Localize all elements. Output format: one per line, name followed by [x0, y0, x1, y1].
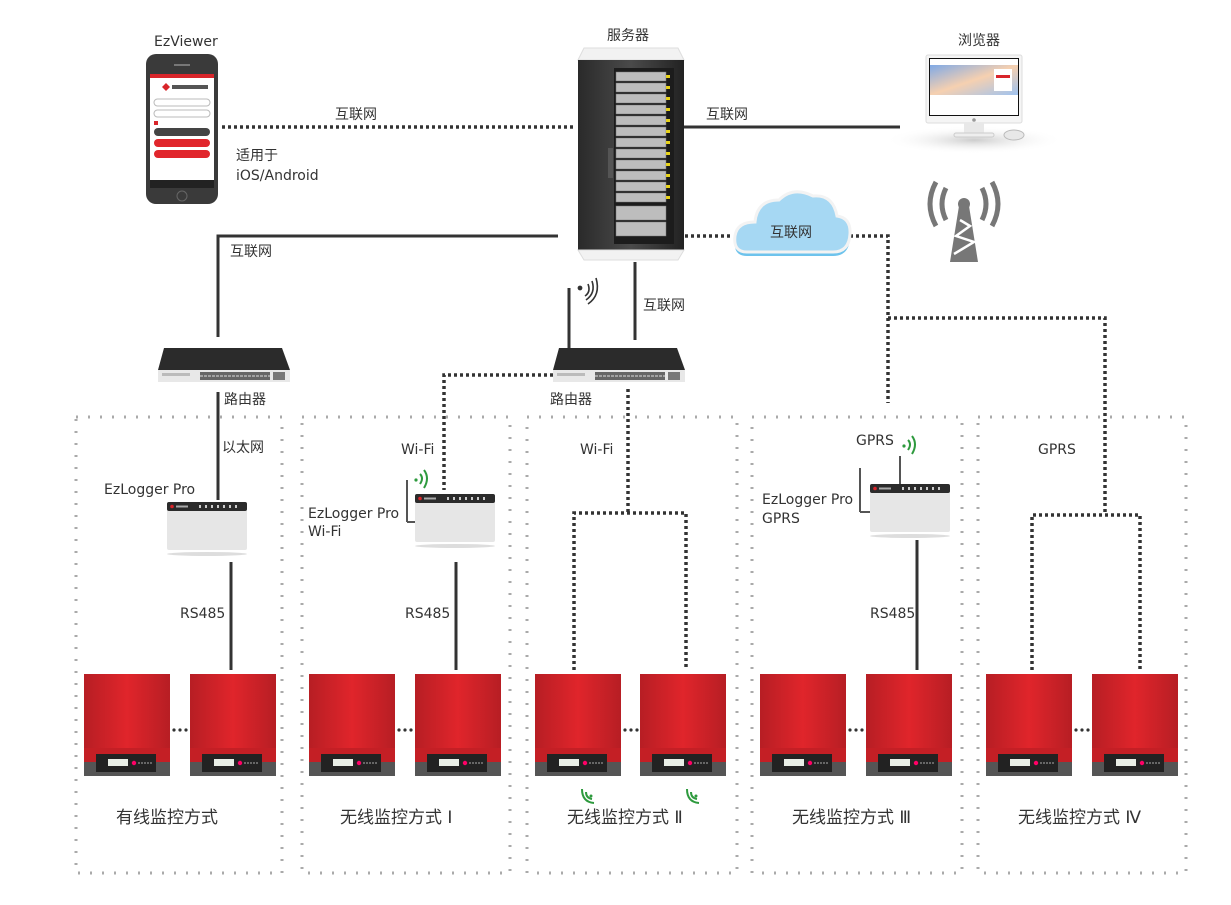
- link-label-app-server: 互联网: [335, 107, 377, 123]
- uplink-label-wireless-2: Wi-Fi: [580, 442, 614, 458]
- link-label-server-router-mid: 互联网: [643, 298, 685, 314]
- link-label-server-browser: 互联网: [706, 107, 748, 123]
- link-gprs-inverters-bus: [1030, 513, 1142, 670]
- gprs-signal-icon: [902, 435, 916, 455]
- section-title-wireless-1: 无线监控方式 Ⅰ: [340, 808, 453, 828]
- logger-label2-wireless-1: Wi-Fi: [308, 524, 342, 540]
- ezlogger-pro-wifi: [406, 480, 495, 548]
- cloud-label: 互联网: [770, 225, 812, 241]
- section-box-wireless-3: [750, 415, 964, 875]
- inverters: [83, 673, 1179, 777]
- uplink-label-wireless-3: GPRS: [856, 433, 894, 449]
- inverter-wifi-signal-icon: [581, 788, 700, 804]
- browser-monitor: [884, 54, 1064, 154]
- bus-label-wired: RS485: [180, 606, 226, 622]
- section-box-wireless-4: [976, 415, 1188, 875]
- router-left: [157, 347, 291, 383]
- link-wifi-inverters-bus: [572, 511, 688, 670]
- uplink-label-wired: 以太网: [222, 440, 264, 456]
- uplink-label-wireless-4: GPRS: [1038, 442, 1076, 458]
- wifi-signal-icon: [414, 469, 428, 489]
- section-box-wireless-2: [525, 415, 739, 875]
- server-rack: [577, 47, 685, 261]
- app-name-label: EzViewer: [154, 34, 218, 50]
- router-mid: [552, 347, 686, 383]
- router-mid-label: 路由器: [550, 392, 592, 408]
- internet-cloud: [733, 190, 852, 256]
- wifi-signal-icon: [577, 277, 599, 305]
- section-title-wireless-4: 无线监控方式 Ⅳ: [1018, 808, 1142, 828]
- link-label-server-router-left: 互联网: [230, 244, 272, 260]
- bus-label-wireless-3: RS485: [870, 606, 916, 622]
- logger-label-wired: EzLogger Pro: [104, 482, 196, 498]
- link-server-router-left: [216, 234, 558, 337]
- section-title-wireless-3: 无线监控方式 Ⅲ: [792, 808, 912, 828]
- ezlogger-pro-wired: [167, 502, 247, 556]
- section-title-wireless-2: 无线监控方式 Ⅱ: [567, 808, 683, 828]
- link-router-wifi-logger: [442, 373, 553, 490]
- section-boxes: [74, 415, 1188, 875]
- section-box-wireless-1: [300, 415, 512, 875]
- phone-ezviewer: [146, 54, 218, 204]
- bus-label-wireless-1: RS485: [405, 606, 451, 622]
- app-platform-label-line1: 适用于: [236, 148, 278, 164]
- wireless-links: [222, 125, 1142, 670]
- uplink-label-wireless-1: Wi-Fi: [401, 442, 435, 458]
- logger-label-wireless-3: EzLogger Pro: [762, 492, 854, 508]
- router-antenna: [567, 277, 599, 348]
- app-platform-label-line2: iOS/Android: [236, 168, 319, 184]
- link-cloud-gprs-3: [850, 234, 890, 403]
- logger-label2-wireless-3: GPRS: [762, 511, 800, 527]
- browser-label: 浏览器: [958, 33, 1000, 49]
- ezlogger-pro-gprs: [859, 456, 950, 538]
- section-box-wired: [74, 415, 284, 875]
- section-title-wired: 有线监控方式: [116, 808, 218, 828]
- wired-links: [216, 125, 919, 670]
- cell-tower-icon: [927, 180, 1001, 262]
- server-label: 服务器: [607, 28, 649, 44]
- logger-label-wireless-1: EzLogger Pro: [308, 506, 400, 522]
- ellipsis-dots: [172, 728, 1090, 732]
- router-left-label: 路由器: [224, 392, 266, 408]
- link-cloud-gprs-4: [888, 316, 1107, 515]
